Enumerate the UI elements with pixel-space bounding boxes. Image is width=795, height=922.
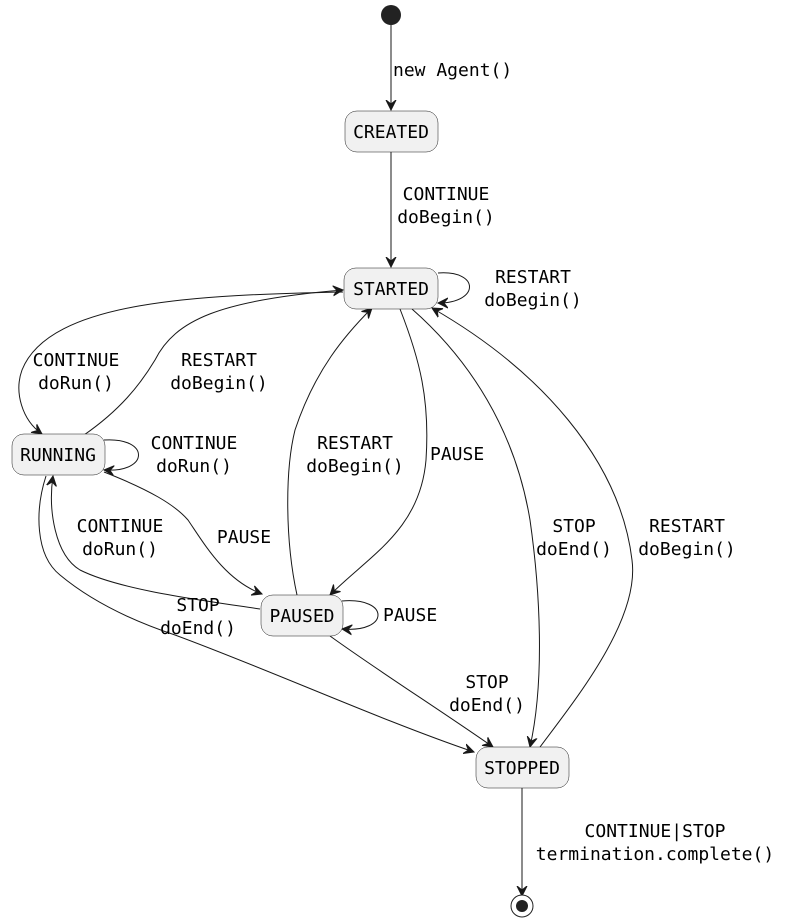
transition-paused-to-running — [51, 476, 261, 610]
label-line: doBegin() — [306, 456, 404, 477]
transition-started-to-paused — [330, 308, 428, 595]
label-line: RESTART — [649, 516, 725, 537]
transition-running-to-paused — [103, 471, 262, 594]
label-running-self: CONTINUE doRun() — [151, 433, 238, 477]
transition-started-to-running — [18, 291, 344, 434]
label-line: termination.complete() — [536, 844, 774, 865]
label-line: doRun() — [82, 539, 158, 560]
label-line: new Agent() — [393, 60, 512, 81]
state-label: RUNNING — [20, 445, 96, 466]
label-line: STOP — [465, 672, 509, 693]
transition-started-to-stopped — [411, 308, 540, 747]
label-line: STOP — [176, 595, 220, 616]
transition-paused-to-stopped — [329, 635, 493, 747]
state-label: PAUSED — [269, 606, 334, 627]
label-stopped-to-started: RESTART doBegin() — [638, 516, 736, 560]
label-line: doRun() — [156, 456, 232, 477]
label-line: PAUSE — [430, 444, 484, 465]
label-line: doBegin() — [638, 539, 736, 560]
transition-paused-to-started — [287, 308, 372, 596]
label-line: CONTINUE — [77, 516, 164, 537]
transition-running-self-continue — [104, 439, 139, 470]
label-started-to-paused: PAUSE — [430, 444, 484, 465]
label-line: doRun() — [38, 373, 114, 394]
label-line: CONTINUE — [151, 433, 238, 454]
state-paused[interactable]: PAUSED — [260, 594, 344, 637]
label-running-to-stopped: STOP doEnd() — [160, 595, 236, 639]
label-line: STOP — [552, 516, 596, 537]
state-created[interactable]: CREATED — [344, 110, 439, 153]
label-line: doEnd() — [536, 539, 612, 560]
state-running[interactable]: RUNNING — [11, 433, 106, 476]
label-line: PAUSE — [383, 605, 437, 626]
label-started-self: RESTART doBegin() — [484, 267, 582, 311]
label-initial-to-created: new Agent() — [393, 60, 512, 81]
label-line: CONTINUE|STOP — [585, 821, 726, 842]
state-label: STARTED — [353, 279, 429, 300]
label-line: doEnd() — [449, 695, 525, 716]
label-line: doEnd() — [160, 618, 236, 639]
label-paused-to-stopped: STOP doEnd() — [449, 672, 525, 716]
label-stopped-to-final: CONTINUE|STOP termination.complete() — [536, 821, 774, 865]
label-paused-to-started: RESTART doBegin() — [306, 433, 404, 477]
label-paused-self: PAUSE — [383, 605, 437, 626]
label-running-to-paused: PAUSE — [217, 527, 271, 548]
label-line: doBegin() — [170, 373, 268, 394]
state-label: STOPPED — [484, 758, 560, 779]
label-started-to-running: CONTINUE doRun() — [33, 350, 120, 394]
label-line: RESTART — [317, 433, 393, 454]
label-paused-to-running: CONTINUE doRun() — [77, 516, 164, 560]
state-started[interactable]: STARTED — [343, 267, 439, 310]
transition-running-to-stopped — [38, 475, 474, 752]
label-line: RESTART — [181, 350, 257, 371]
label-line: PAUSE — [217, 527, 271, 548]
transition-started-self-restart — [438, 272, 470, 303]
transition-paused-self-pause — [342, 600, 379, 630]
label-created-to-started: CONTINUE doBegin() — [397, 184, 495, 228]
state-label: CREATED — [353, 122, 429, 143]
label-line: RESTART — [495, 267, 571, 288]
label-line: doBegin() — [484, 290, 582, 311]
initial-state — [381, 5, 401, 25]
label-running-to-started: RESTART doBegin() — [170, 350, 268, 394]
label-line: CONTINUE — [403, 184, 490, 205]
state-stopped[interactable]: STOPPED — [475, 746, 570, 789]
transition-running-to-started — [83, 290, 343, 436]
transition-stopped-to-started — [432, 308, 634, 748]
label-started-to-stopped: STOP doEnd() — [536, 516, 612, 560]
label-line: CONTINUE — [33, 350, 120, 371]
final-state — [510, 894, 534, 918]
label-line: doBegin() — [397, 207, 495, 228]
